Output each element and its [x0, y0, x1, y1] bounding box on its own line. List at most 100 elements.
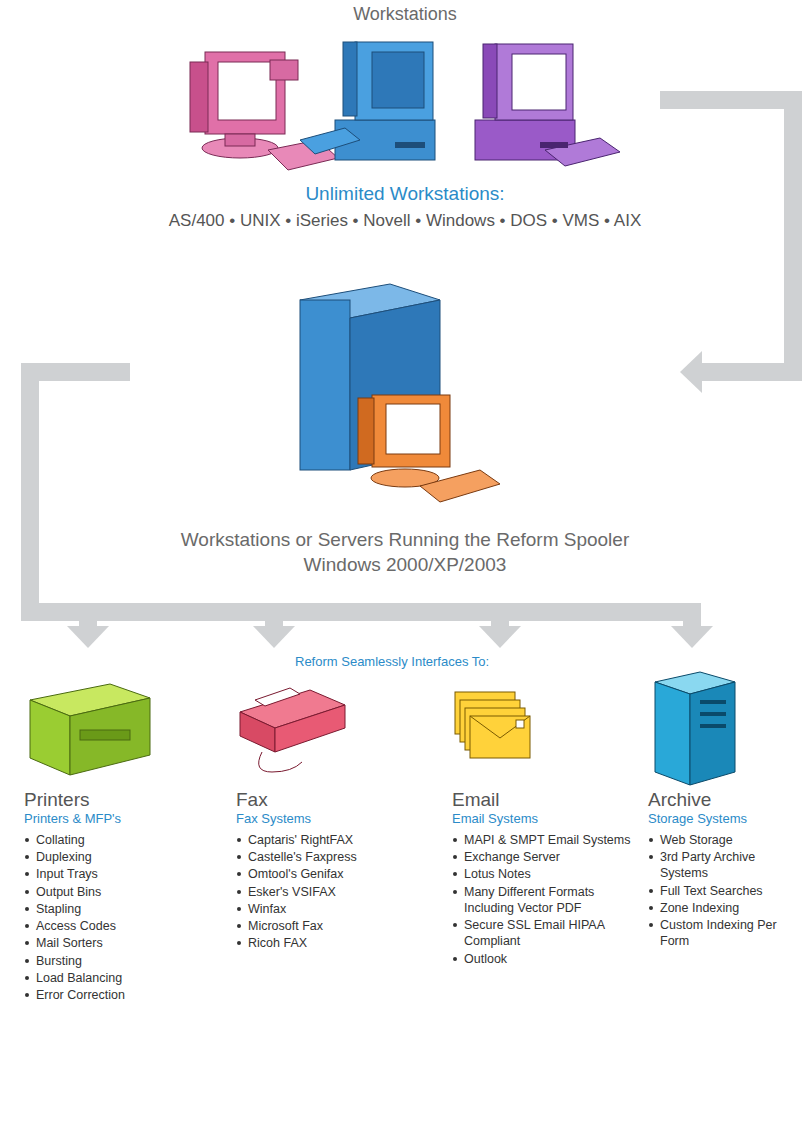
bullet-item: Outlook — [452, 951, 632, 967]
bullet-dot — [25, 941, 29, 945]
bullet-item: Castelle's Faxpress — [236, 849, 416, 865]
bullet-text: Load Balancing — [36, 971, 122, 985]
server-monitor — [358, 395, 500, 502]
flow-band — [30, 372, 692, 627]
bullet-dot — [453, 872, 457, 876]
node-text: Windows 2000/XP/2003 — [130, 553, 680, 578]
bullet-item: Winfax — [236, 901, 416, 917]
bullet-text: Custom Indexing Per Form — [660, 918, 777, 948]
bullet-item: Output Bins — [24, 884, 190, 900]
bullet-item: Microsoft Fax — [236, 918, 416, 934]
bullet-dot — [453, 957, 457, 961]
bullet-item: Captaris' RightFAX — [236, 832, 416, 848]
bullet-text: Many Different Formats Including Vector … — [464, 885, 594, 915]
bullet-item: Duplexing — [24, 849, 190, 865]
bullet-dot — [649, 923, 653, 927]
spooler-server: Workstations or Servers Running the Refo… — [130, 270, 680, 577]
column-subheading: Fax Systems — [236, 811, 416, 826]
bullet-dot — [453, 923, 457, 927]
flow-arrow — [660, 100, 793, 393]
bullet-dot — [237, 907, 241, 911]
arrow-head — [671, 626, 713, 648]
bullet-dot — [25, 924, 29, 928]
bullet-item: Error Correction — [24, 987, 190, 1003]
bullet-item: Bursting — [24, 953, 190, 969]
bullet-dot — [237, 924, 241, 928]
bullet-dot — [649, 838, 653, 842]
arrow-head — [253, 626, 295, 648]
column-heading: Email — [452, 790, 632, 811]
arrow-head — [67, 626, 109, 648]
bullet-dot — [453, 855, 457, 859]
workstation-purple — [475, 44, 620, 166]
bullet-dot — [25, 907, 29, 911]
bullet-text: Input Trays — [36, 867, 98, 881]
bullet-dot — [453, 838, 457, 842]
bullet-item: Access Codes — [24, 918, 190, 934]
bullet-item: Mail Sorters — [24, 935, 190, 951]
bullet-text: Lotus Notes — [464, 867, 531, 881]
bullet-text: Outlook — [464, 952, 507, 966]
archive-icon — [655, 672, 735, 785]
node-text: Unlimited Workstations: — [150, 183, 660, 205]
bullet-text: Bursting — [36, 954, 82, 968]
node-text: AS/400 • UNIX • iSeries • Novell • Windo… — [150, 211, 660, 231]
bullet-dot — [25, 959, 29, 963]
bullet-text: Full Text Searches — [660, 884, 763, 898]
bullet-text: MAPI & SMPT Email Systems — [464, 833, 630, 847]
bullet-text: Captaris' RightFAX — [248, 833, 353, 847]
arrow-head — [479, 626, 521, 648]
bullet-item: Stapling — [24, 901, 190, 917]
bullet-item: MAPI & SMPT Email Systems — [452, 832, 632, 848]
bullet-dot — [237, 872, 241, 876]
bullet-text: Zone Indexing — [660, 901, 739, 915]
printer-icon — [30, 684, 150, 775]
bullet-text: Stapling — [36, 902, 81, 916]
flow-band — [660, 100, 793, 372]
flow-band — [30, 372, 274, 627]
bullet-item: Omtool's Genifax — [236, 866, 416, 882]
bullet-item: Web Storage — [648, 832, 802, 848]
server-tower — [300, 284, 440, 470]
bullet-text: Secure SSL Email HIPAA Compliant — [464, 918, 604, 948]
bullet-text: Output Bins — [36, 885, 101, 899]
bullet-dot — [237, 890, 241, 894]
column-heading: Printers — [24, 790, 190, 811]
bullet-text: Exchange Server — [464, 850, 560, 864]
bullet-dot — [25, 855, 29, 859]
bullet-item: Load Balancing — [24, 970, 190, 986]
bullet-dot — [237, 838, 241, 842]
column-subheading: Storage Systems — [648, 811, 802, 826]
bullet-text: Microsoft Fax — [248, 919, 323, 933]
bullet-text: Duplexing — [36, 850, 92, 864]
flow-arrow — [30, 372, 713, 648]
bullet-text: Omtool's Genifax — [248, 867, 343, 881]
workstation-blue — [300, 42, 435, 160]
bullet-dot — [237, 855, 241, 859]
bullet-text: Mail Sorters — [36, 936, 103, 950]
archive-column: ArchiveStorage SystemsWeb Storage3rd Par… — [648, 648, 802, 951]
fax-column: FaxFax SystemsCaptaris' RightFAX Castelle… — [236, 648, 416, 953]
column-subheading: Printers & MFP's — [24, 811, 190, 826]
email-column: EmailEmail SystemsMAPI & SMPT Email Syst… — [452, 648, 632, 968]
fax-icon — [240, 688, 345, 772]
bullet-item: 3rd Party Archive Systems — [648, 849, 802, 882]
bullet-item: Esker's VSIFAX — [236, 884, 416, 900]
bullet-text: 3rd Party Archive Systems — [660, 850, 755, 880]
bullet-dot — [25, 993, 29, 997]
flow-band — [30, 372, 500, 627]
node-text: Workstations or Servers Running the Refo… — [130, 528, 680, 553]
bullet-dot — [237, 941, 241, 945]
bullet-dot — [25, 838, 29, 842]
bullet-item: Many Different Formats Including Vector … — [452, 884, 632, 917]
bullet-item: Exchange Server — [452, 849, 632, 865]
bullet-item: Input Trays — [24, 866, 190, 882]
interface-caption: Reform Seamlessly Interfaces To: — [293, 654, 491, 669]
workstations-group: WorkstationsUnlimited Workstations:AS/40… — [150, 4, 660, 231]
bullet-dot — [649, 889, 653, 893]
arrow-head — [680, 351, 702, 393]
printers-column: PrintersPrinters & MFP'sCollatingDuplexi… — [24, 648, 190, 1004]
column-heading: Fax — [236, 790, 416, 811]
bullet-text: Error Correction — [36, 988, 125, 1002]
email-icon — [455, 692, 530, 758]
